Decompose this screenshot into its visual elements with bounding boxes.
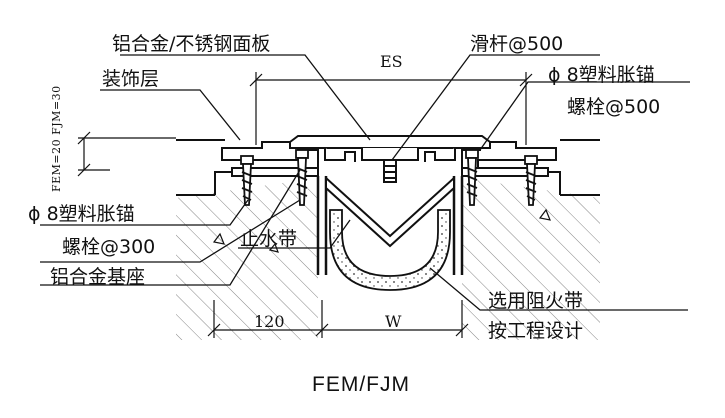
label-anchor-left-1: ϕ 8塑料胀锚 <box>28 203 135 225</box>
label-fire-band-2: 按工程设计 <box>488 320 584 342</box>
aggregate-marks <box>212 208 551 253</box>
leader-lines <box>40 54 690 311</box>
label-dim-w: W <box>385 312 402 331</box>
anchor-bolts <box>240 149 538 206</box>
label-base-seat: 铝合金基座 <box>50 266 146 288</box>
label-waterstop: 止水带 <box>240 228 298 250</box>
label-dim-vertical: FEM=20 FJM=30 <box>50 85 63 192</box>
figure-caption: FEM/FJM <box>312 373 410 396</box>
label-finish-layer: 装饰层 <box>102 68 160 90</box>
slab-left <box>176 178 318 340</box>
dim-bottom <box>207 300 469 338</box>
label-anchor-top-1: ϕ 8塑料胀锚 <box>548 64 655 86</box>
label-slide-bar: 滑杆@500 <box>470 33 564 55</box>
label-anchor-left-2: 螺栓@300 <box>62 236 156 258</box>
slab-right <box>462 178 600 340</box>
dim-vertical <box>77 131 176 177</box>
bolt-3 <box>465 149 479 206</box>
label-face-plate: 铝合金/不锈钢面板 <box>112 33 271 55</box>
face-plate <box>289 135 491 162</box>
label-dim-es: ES <box>380 52 403 71</box>
waterstop-v <box>325 175 455 248</box>
bolt-4 <box>524 155 538 206</box>
dim-es <box>249 72 533 145</box>
fire-band <box>329 209 451 291</box>
label-anchor-top-2: 螺栓@500 <box>567 96 661 118</box>
slide-bar <box>383 159 397 183</box>
joint-gap-walls <box>316 176 464 275</box>
bolt-1 <box>240 155 254 206</box>
bolt-2 <box>295 149 309 206</box>
label-fire-band-1: 选用阻火带 <box>488 290 584 312</box>
label-dim-120: 120 <box>254 312 285 331</box>
finish-layer-lines <box>176 139 600 196</box>
